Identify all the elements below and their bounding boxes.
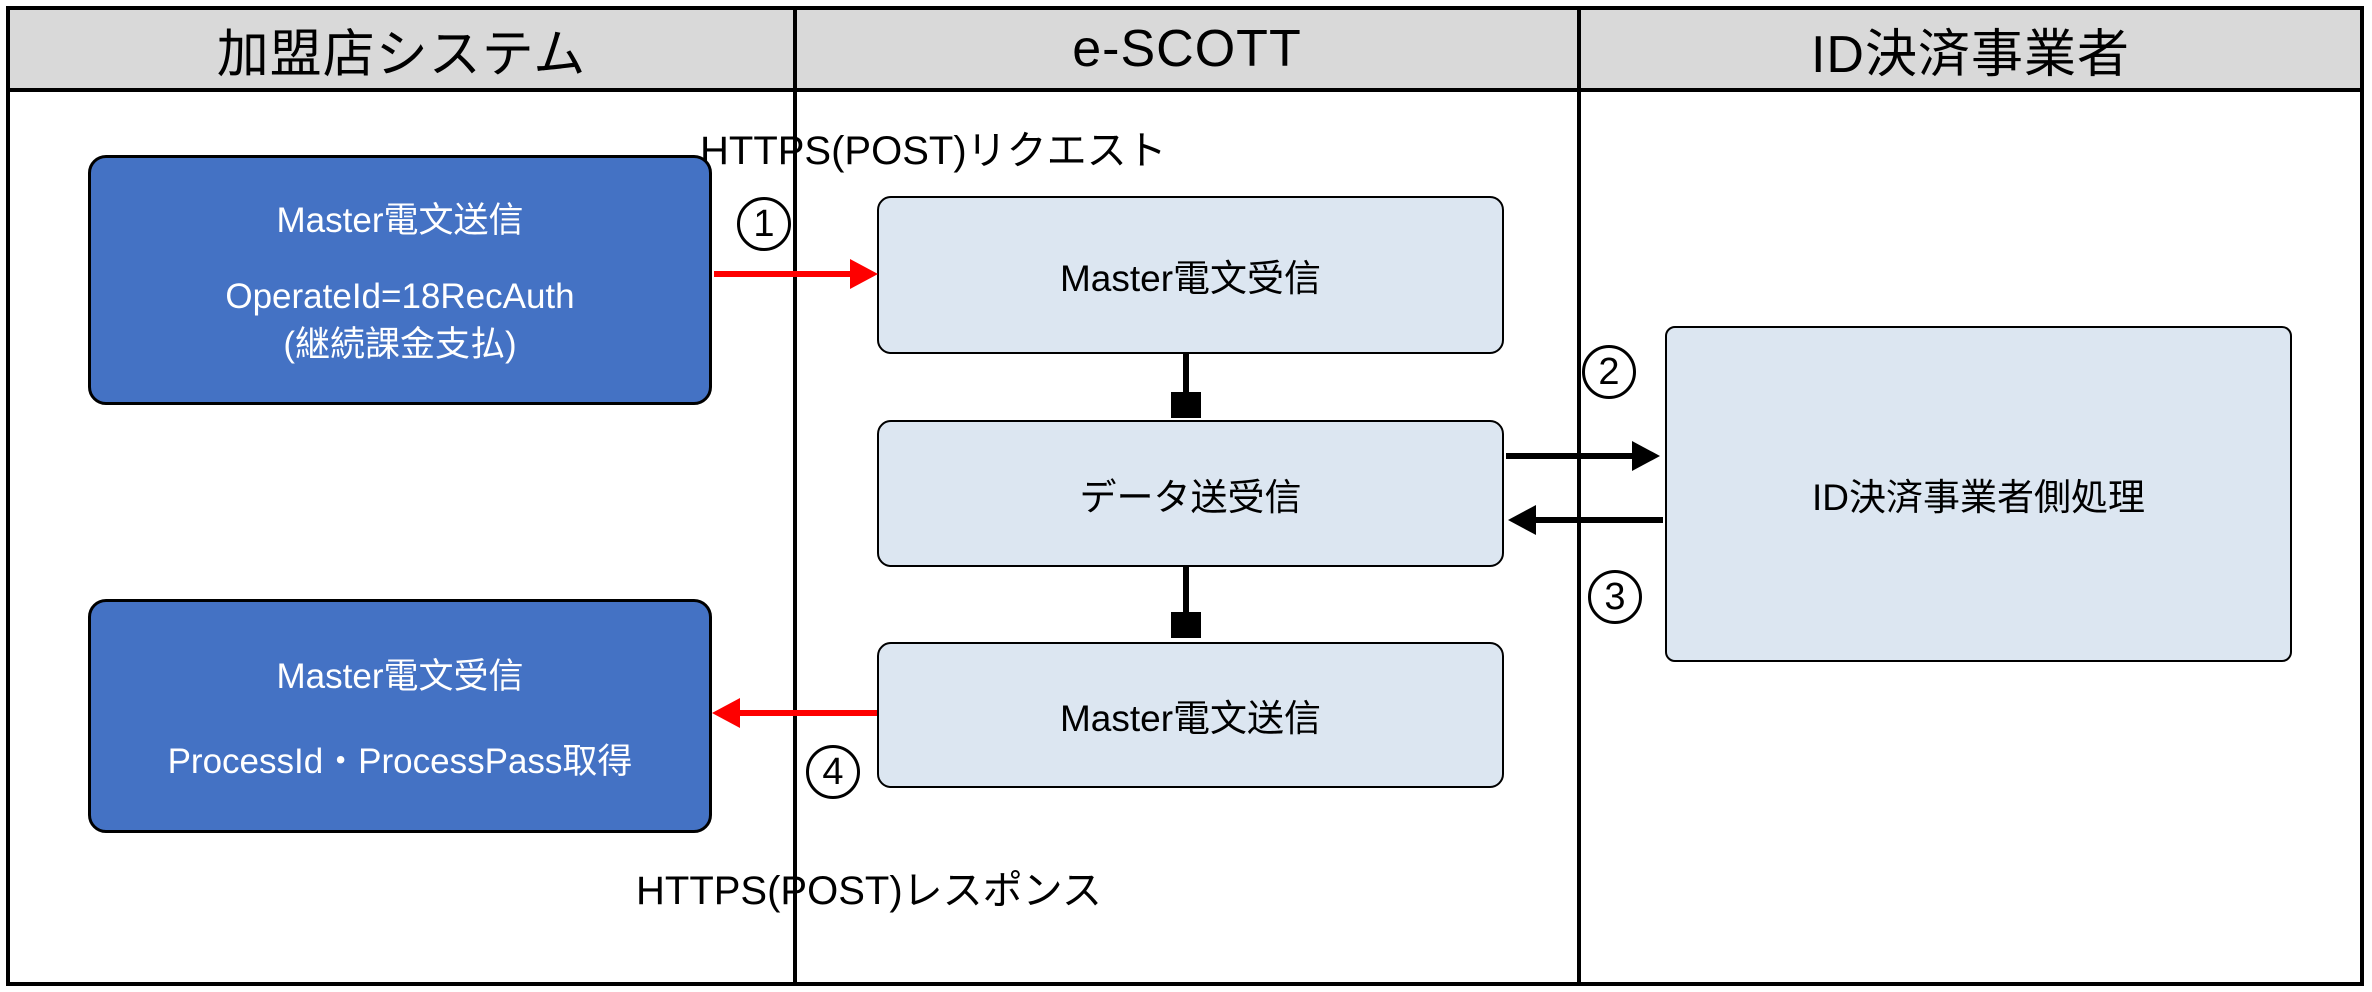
arrow-head-left-icon — [712, 698, 740, 728]
table-header-row — [6, 6, 2364, 92]
merchant-send-title: Master電文送信 — [276, 201, 524, 241]
escott-data-exchange-label: データ送受信 — [1079, 476, 1302, 518]
merchant-send-box: Master電文送信 OperateId=18RecAuth (継続課金支払) — [88, 155, 712, 405]
escott-receive-box: Master電文受信 — [877, 196, 1504, 354]
process-id-pass-line: ProcessId・ProcessPass取得 — [167, 742, 633, 781]
arrow-line — [1506, 453, 1634, 459]
arrow-head-left-icon — [1508, 505, 1536, 535]
column-header-escott: e-SCOTT — [797, 6, 1577, 92]
step-4-badge: 4 — [806, 745, 860, 799]
https-post-request-label: HTTPS(POST)リクエスト — [700, 129, 1167, 173]
arrow-line — [1534, 517, 1663, 523]
step-1-badge: 1 — [737, 197, 791, 251]
arrow-head-down-icon — [1171, 392, 1201, 418]
arrow-head-right-icon — [850, 259, 878, 289]
id-provider-process-label: ID決済事業者側処理 — [1812, 477, 2145, 518]
recurring-billing-line: (継続課金支払) — [283, 324, 517, 364]
arrow-line — [1183, 354, 1189, 396]
merchant-receive-title: Master電文受信 — [276, 657, 524, 696]
column-divider-escott-provider — [1577, 6, 1581, 986]
column-divider-merchant-escott — [793, 6, 797, 986]
escott-data-exchange-box: データ送受信 — [877, 420, 1504, 567]
arrow-head-right-icon — [1632, 441, 1660, 471]
escott-send-label: Master電文送信 — [1059, 698, 1322, 739]
column-header-merchant-system: 加盟店システム — [10, 6, 793, 92]
escott-send-box: Master電文送信 — [877, 642, 1504, 788]
column-header-label: 加盟店システム — [216, 25, 587, 84]
arrow-line — [738, 710, 877, 716]
arrow-line — [714, 271, 852, 277]
https-post-response-label: HTTPS(POST)レスポンス — [636, 869, 1102, 913]
step-2-badge: 2 — [1582, 345, 1636, 399]
arrow-line — [1183, 567, 1189, 615]
operate-id-line: OperateId=18RecAuth — [225, 277, 575, 317]
arrow-head-down-icon — [1171, 612, 1201, 638]
step-3-badge: 3 — [1588, 570, 1642, 624]
column-header-label: ID決済事業者 — [1810, 25, 2130, 84]
escott-receive-label: Master電文受信 — [1059, 258, 1322, 299]
id-provider-process-box: ID決済事業者側処理 — [1665, 326, 2292, 662]
column-header-label: e-SCOTT — [1072, 20, 1302, 78]
merchant-receive-box: Master電文受信 ProcessId・ProcessPass取得 — [88, 599, 712, 833]
column-header-id-payment-provider: ID決済事業者 — [1581, 6, 2360, 92]
merchant-send-detail: OperateId=18RecAuth (継続課金支払) — [225, 273, 574, 368]
